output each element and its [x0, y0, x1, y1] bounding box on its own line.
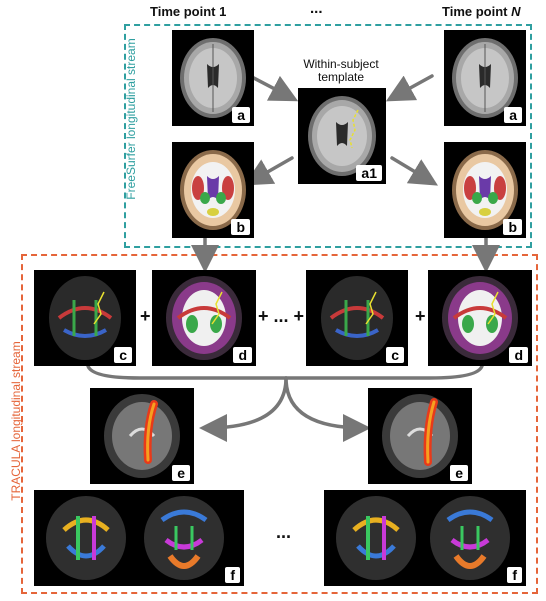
template-label: Within-subject template — [303, 57, 379, 84]
tracula-stream-label: TRACULA longitudinal stream — [9, 341, 23, 501]
header-time-point-1: Time point 1 — [150, 4, 227, 19]
tracula-stream-box — [21, 254, 538, 594]
panel-a-tpn: a — [444, 30, 526, 126]
plus-operator-2: + — [415, 306, 426, 326]
label-f-tpn: f — [507, 567, 522, 583]
panel-a-tp1: a — [172, 30, 254, 126]
label-d-tp1: d — [233, 347, 252, 363]
panel-b-tpn: b — [444, 142, 526, 238]
tract-reconstruction-image — [104, 394, 180, 478]
panel-e-tp1: e — [90, 388, 194, 484]
panel-d-tp1: d — [152, 270, 256, 366]
freesurfer-stream-label: FreeSurfer longitudinal stream — [124, 38, 138, 200]
brain-t1-image — [452, 38, 518, 118]
panel-d-tpn: d — [428, 270, 532, 366]
dti-fa-image — [49, 276, 121, 360]
label-d-tpn: d — [509, 347, 528, 363]
dti-color-image — [166, 276, 242, 360]
header-ellipsis: ... — [310, 0, 323, 17]
freesurfer-stream-box — [124, 24, 532, 248]
plus-operator-1: + — [140, 306, 151, 326]
panel-e-tpn: e — [368, 388, 472, 484]
plus-ellipsis-operator: + ... + — [258, 306, 305, 326]
brain-segmentation-image — [452, 150, 518, 230]
panel-c-tpn: c — [306, 270, 408, 366]
panel-c-tp1: c — [34, 270, 136, 366]
brain-template-image — [308, 96, 376, 176]
label-a1: a1 — [356, 165, 382, 181]
label-e-tp1: e — [172, 465, 190, 481]
header-time-point-n: Time point N — [442, 4, 521, 19]
panel-f-tpn: f — [324, 490, 526, 586]
label-f-tp1: f — [225, 567, 240, 583]
brain-t1-image — [180, 38, 246, 118]
all-tracts-image — [46, 496, 224, 580]
panel-b-tp1: b — [172, 142, 254, 238]
label-c-tpn: c — [386, 347, 404, 363]
label-a-tpn: a — [504, 107, 522, 123]
label-e-tpn: e — [450, 465, 468, 481]
dti-fa-image — [321, 276, 393, 360]
panel-a1-template: a1 — [298, 88, 386, 184]
label-a-tp1: a — [232, 107, 250, 123]
brain-segmentation-image — [180, 150, 246, 230]
panel-f-tp1: f — [34, 490, 244, 586]
label-b-tp1: b — [231, 219, 250, 235]
label-b-tpn: b — [503, 219, 522, 235]
tract-reconstruction-image — [382, 394, 458, 478]
all-tracts-image — [336, 496, 510, 580]
dti-color-image — [442, 276, 518, 360]
ellipsis-operator: ... — [276, 522, 292, 542]
label-c-tp1: c — [114, 347, 132, 363]
